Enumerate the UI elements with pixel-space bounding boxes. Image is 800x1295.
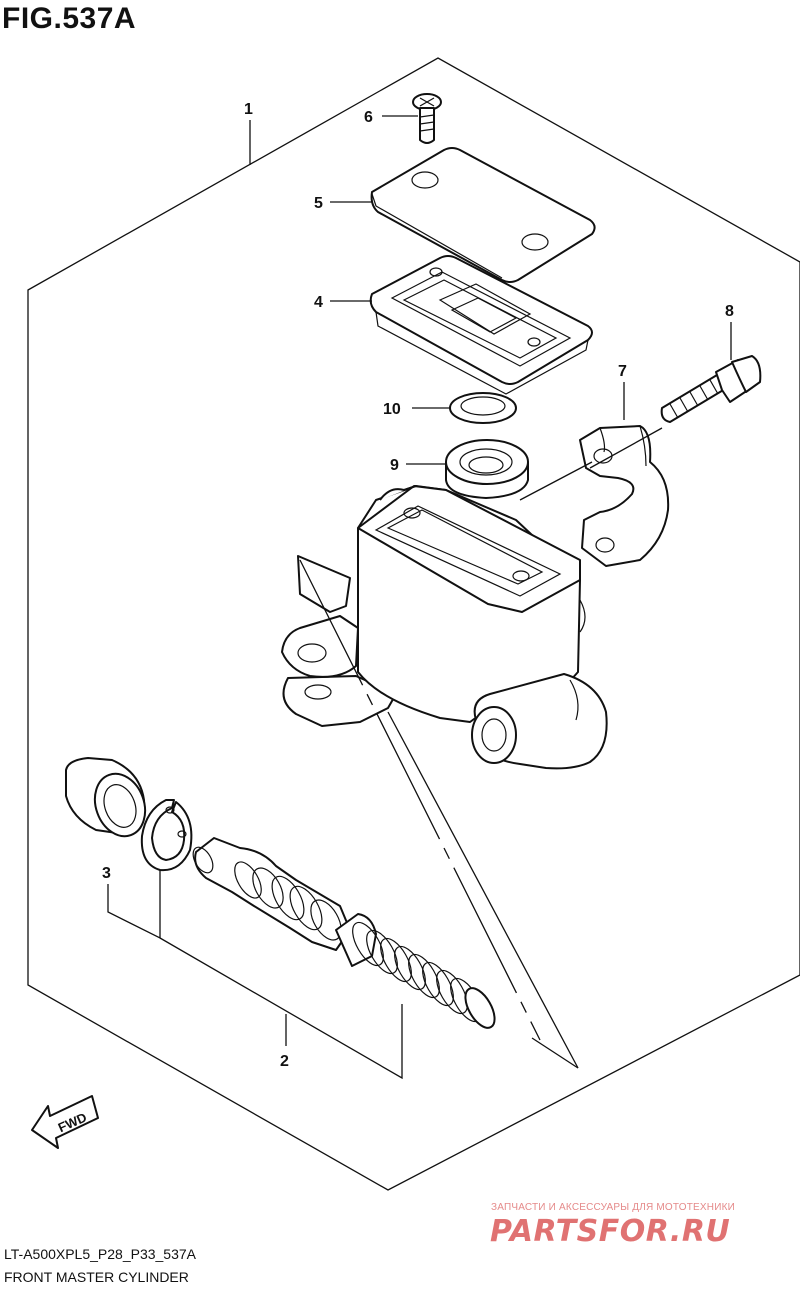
clamp-holder-part bbox=[579, 425, 670, 567]
callout-2: 2 bbox=[280, 1053, 289, 1070]
figure-title: FIG.537A bbox=[2, 2, 137, 35]
fwd-arrow-icon: FWD bbox=[31, 1095, 99, 1149]
callout-10: 10 bbox=[383, 401, 401, 418]
callout-9: 9 bbox=[390, 457, 399, 474]
callout-6: 6 bbox=[364, 109, 373, 126]
reservoir-cap-part bbox=[370, 147, 596, 283]
diaphragm-plate-part bbox=[369, 255, 593, 395]
assembly-lines bbox=[299, 427, 663, 1069]
callout-5: 5 bbox=[314, 195, 323, 212]
clamp-bolt-part bbox=[660, 355, 762, 423]
callout-1: 1 bbox=[244, 101, 253, 118]
o-ring-part bbox=[449, 392, 517, 424]
callout-4: 4 bbox=[314, 294, 323, 311]
figure-caption: FRONT MASTER CYLINDER bbox=[4, 1269, 189, 1285]
callout-3: 3 bbox=[102, 865, 111, 882]
boot-seal-part bbox=[445, 439, 529, 499]
callout-7: 7 bbox=[618, 363, 627, 380]
snap-ring-part bbox=[140, 799, 193, 872]
drawing-code: LT-A500XPL5_P28_P33_537A bbox=[4, 1246, 197, 1262]
assembly-outline bbox=[27, 57, 800, 1191]
watermark-logo: PARTSFOR.RU bbox=[490, 1214, 731, 1249]
screw-part bbox=[412, 93, 442, 144]
piston-cup-part bbox=[65, 757, 147, 838]
spring-coils bbox=[352, 921, 496, 1029]
watermark-tagline: ЗАПЧАСТИ И АКСЕССУАРЫ ДЛЯ МОТОТЕХНИКИ bbox=[491, 1202, 736, 1213]
master-cylinder-body-part bbox=[281, 485, 608, 770]
callout-labels: 1 2 3 4 5 6 7 8 9 10 bbox=[102, 101, 734, 1070]
leader-lines bbox=[107, 115, 732, 1080]
callout-8: 8 bbox=[725, 303, 734, 320]
piston-spring-assembly-part bbox=[192, 837, 496, 1029]
